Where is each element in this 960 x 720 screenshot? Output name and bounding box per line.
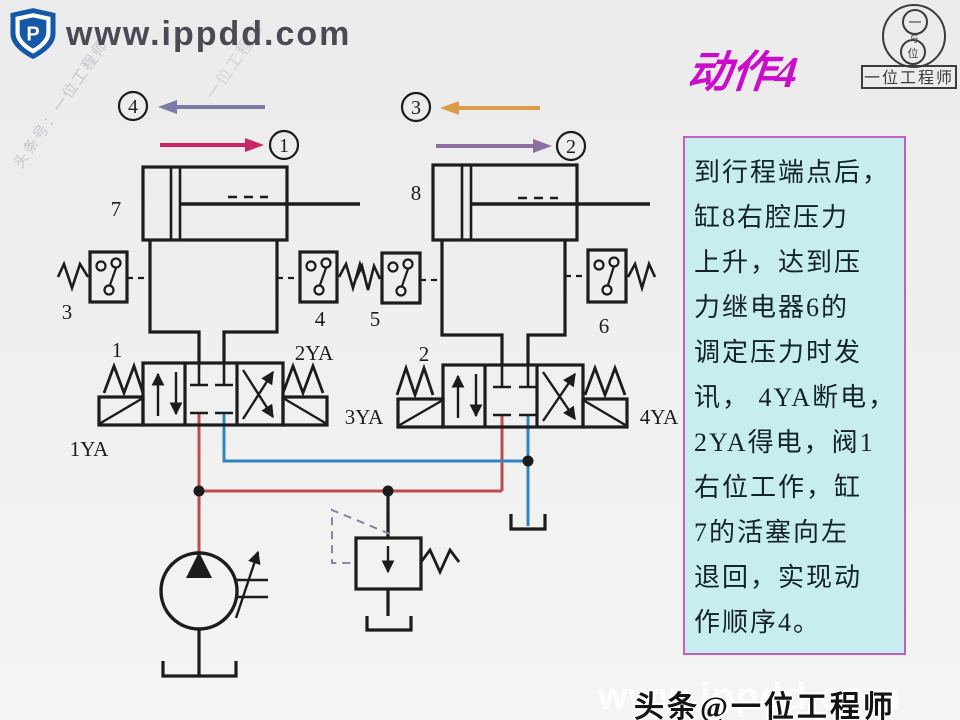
cylinder-7: [141, 165, 360, 363]
tank-icon: [365, 616, 413, 632]
panel-line: 退回，实现动: [694, 563, 863, 592]
page-title: 动作4: [684, 48, 801, 97]
badge-glyph-middle: 与: [909, 34, 918, 44]
piston: [460, 163, 473, 242]
solenoid-3ya-label: 3YA: [345, 405, 384, 429]
site-logo: P www.ippdd.com: [8, 6, 351, 62]
cylinder-8-label: 8: [411, 181, 422, 205]
panel-line: 作顺序4。: [694, 608, 822, 637]
pswitch-3-label: 3: [62, 300, 73, 324]
panel-line: 2YA得电，阀1: [694, 428, 875, 457]
arrow-head-icon: [533, 139, 552, 153]
solenoid-1ya-label: 1YA: [70, 437, 109, 461]
solenoid-4ya-label: 4YA: [640, 405, 679, 429]
pilot-line-dashed: [331, 508, 391, 564]
pressure-switch-4: [277, 250, 367, 304]
description-panel: 到行程端点后， 缸8右腔压力 上升，达到压 力继电器6的 调定压力时发 讯， 4…: [683, 136, 906, 655]
arrow-head-icon: [440, 101, 459, 115]
logo-letter: P: [26, 24, 39, 46]
panel-line: 力继电器6的: [694, 293, 850, 322]
junction-dots: [193, 455, 534, 497]
panel-line: 调定压力时发: [694, 338, 863, 367]
port-line: [222, 240, 279, 363]
solenoid-2ya: [281, 395, 329, 427]
step-number: 1: [279, 135, 289, 157]
spring-icon: [419, 547, 461, 576]
pressure-switch-3: [56, 250, 150, 304]
spring-icon: [281, 361, 325, 398]
tank-icon: [509, 514, 547, 531]
relief-valve: [354, 491, 461, 632]
badge-label-box: [861, 65, 957, 89]
valve-2-label: 2: [419, 342, 430, 366]
watermark-site-url: www.ippdd.com: [598, 676, 901, 718]
diagram-labels: 7 8 1 2 3 4 5 6 1YA 2YA 3YA 4YA: [62, 181, 679, 461]
solenoid-2ya-label: 2YA: [295, 341, 334, 365]
port-line: [440, 240, 504, 365]
motion-arrows: 4 1 3 2: [117, 90, 587, 162]
badge-top-circle-icon: [902, 9, 928, 35]
motion-arrow-4: 4: [117, 90, 265, 122]
engineer-badge: 一 与 位 一位工程师: [861, 4, 957, 89]
spring-icon: [626, 260, 657, 293]
badge-bottom-circle-icon: [900, 39, 926, 65]
panel-line: 上升，达到压: [694, 248, 863, 277]
solenoid-1ya: [97, 395, 145, 427]
flow-triangle-icon: [186, 552, 212, 578]
spring-icon: [354, 262, 382, 291]
step-number: 4: [128, 96, 138, 118]
solenoid-3ya: [396, 397, 445, 429]
spring-icon: [395, 363, 435, 400]
pswitch-4-label: 4: [315, 307, 326, 331]
spring-icon: [102, 361, 145, 398]
step-number: 3: [411, 97, 421, 119]
site-url: www.ippdd.com: [66, 14, 352, 53]
panel-line: 缸8右腔压力: [694, 203, 850, 232]
panel-line: 右位工作，缸: [694, 473, 863, 502]
step-circle: [268, 129, 300, 161]
arrow-head-icon: [245, 138, 264, 152]
panel-line: 到行程端点后，: [694, 158, 891, 187]
variable-arrow-icon: [234, 550, 261, 619]
valve-1-label: 1: [112, 338, 123, 362]
circuit-linework: [56, 163, 657, 678]
step-number: 2: [566, 136, 576, 158]
pump: [159, 550, 268, 678]
arrow-head-icon: [158, 100, 177, 114]
badge-glyph-bottom: 位: [908, 46, 919, 60]
valve-2: [395, 363, 629, 429]
step-circle: [117, 90, 149, 122]
panel-line: 7的活塞向左: [694, 518, 850, 547]
step-circle: [555, 130, 587, 162]
port-line: [148, 240, 201, 363]
piping: [197, 413, 530, 552]
return-line-blue: [222, 413, 528, 463]
pswitch-6-label: 6: [599, 314, 610, 338]
motion-arrow-2: 2: [436, 130, 587, 162]
motion-arrow-3: 3: [400, 91, 540, 123]
piston: [169, 165, 182, 242]
pswitch-5-label: 5: [370, 307, 381, 331]
step-circle: [400, 91, 432, 123]
motion-arrow-1: 1: [160, 129, 300, 161]
badge-label: 一位工程师: [864, 69, 954, 87]
shield-icon: P: [10, 8, 56, 59]
pressure-switch-6: [565, 248, 657, 304]
watermark-credit: 头条@一位工程师: [634, 691, 896, 720]
panel-line: 讯， 4YA断电，: [694, 383, 897, 412]
spring-icon: [583, 363, 627, 400]
port-line: [526, 240, 567, 365]
valve-1: [97, 361, 329, 427]
cylinder-8: [431, 163, 650, 365]
spring-icon: [56, 260, 90, 293]
cylinder-7-label: 7: [111, 197, 122, 221]
badge-glyph-top: 一: [908, 15, 921, 30]
pressure-switch-5: [354, 251, 442, 305]
tank-icon: [161, 661, 238, 678]
